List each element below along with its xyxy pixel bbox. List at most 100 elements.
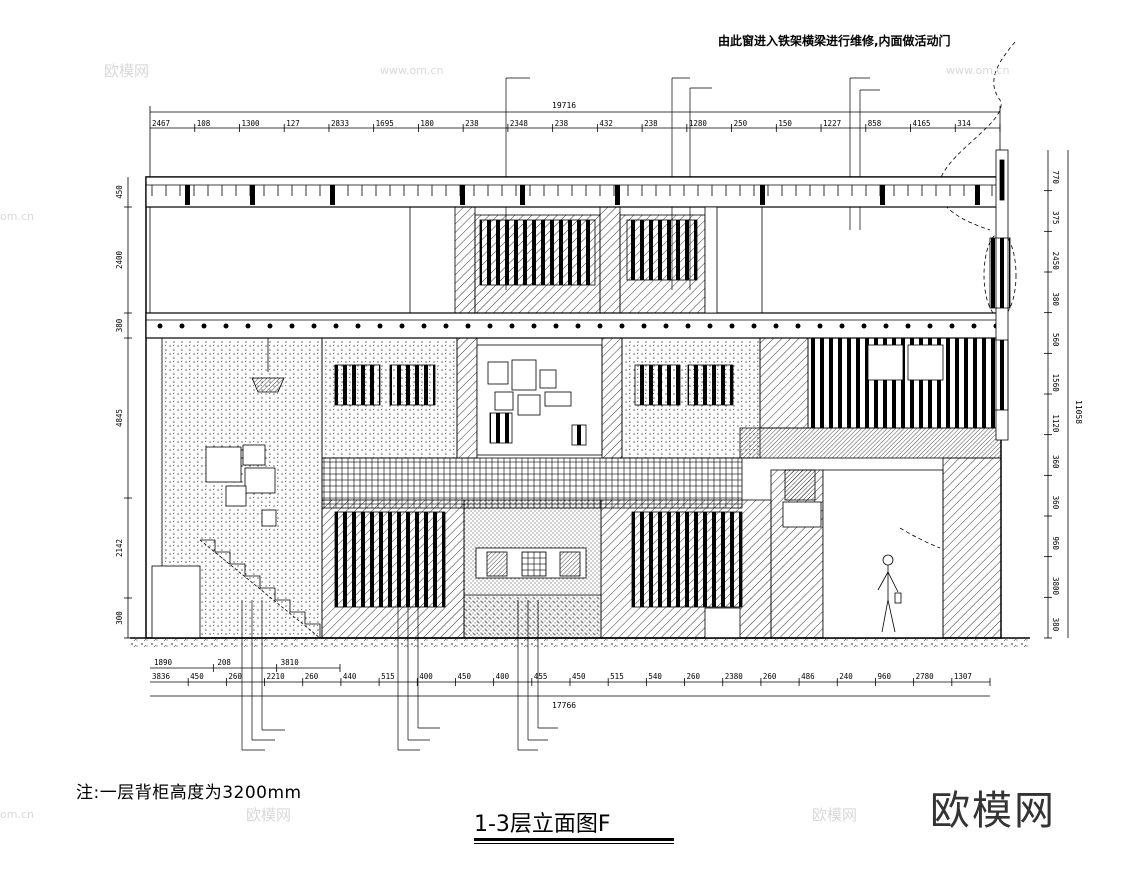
bottom-dim-label: 260 bbox=[763, 672, 777, 681]
right-facade-column bbox=[989, 149, 1011, 441]
bottom-dim-label: 455 bbox=[534, 672, 548, 681]
right-dim-label: 380 bbox=[1051, 618, 1060, 632]
top-total-dim: 19716 bbox=[552, 101, 576, 110]
bottom-dim-label: 240 bbox=[839, 672, 853, 681]
bottom-dim-label: 400 bbox=[496, 672, 510, 681]
bottom-total-dim: 17766 bbox=[552, 701, 576, 710]
title-underline-thick bbox=[474, 838, 674, 841]
left-dim-label: 380 bbox=[115, 318, 124, 332]
slab-stud bbox=[179, 323, 185, 329]
roof-post bbox=[460, 185, 465, 205]
bottom-dim-label: 3836 bbox=[152, 672, 171, 681]
bottom-dimension-ticks bbox=[187, 664, 991, 686]
slab-stud bbox=[443, 323, 449, 329]
third-floor bbox=[149, 206, 763, 314]
left-dim-label: 2400 bbox=[115, 250, 124, 269]
bottom-dim-label: 1890 bbox=[154, 658, 173, 667]
slab-stud bbox=[927, 323, 933, 329]
left-dim-label: 450 bbox=[115, 185, 124, 199]
top-dim-label: 150 bbox=[778, 119, 792, 128]
title-underline-thin bbox=[474, 843, 674, 844]
slab-stud bbox=[729, 323, 735, 329]
drawing-title: 1-3层立面图F bbox=[474, 812, 611, 837]
slab-stud bbox=[971, 323, 977, 329]
bottom-dim-label: 450 bbox=[572, 672, 586, 681]
right-dim-label: 770 bbox=[1051, 170, 1060, 184]
top-dim-label: 238 bbox=[644, 119, 658, 128]
bottom-dim-label: 515 bbox=[381, 672, 395, 681]
top-dim-label: 180 bbox=[420, 119, 434, 128]
right-dim-label: 360 bbox=[1051, 496, 1060, 510]
roof-post bbox=[520, 185, 525, 205]
top-dim-label: 432 bbox=[599, 119, 613, 128]
slab-stud bbox=[553, 323, 559, 329]
top-dim-label: 250 bbox=[734, 119, 748, 128]
slab-stud bbox=[641, 323, 647, 329]
slab-stud bbox=[267, 323, 273, 329]
top-dim-label: 314 bbox=[957, 119, 971, 128]
bottom-dim-label: 2210 bbox=[267, 672, 286, 681]
roof-post bbox=[760, 185, 765, 205]
right-dim-label: 1560 bbox=[1051, 374, 1060, 393]
slab-stud bbox=[663, 323, 669, 329]
left-dim-label: 300 bbox=[115, 611, 124, 625]
slab-stud bbox=[311, 323, 317, 329]
ground-band bbox=[130, 638, 1030, 648]
top-dim-label: 858 bbox=[868, 119, 882, 128]
slab-stud bbox=[597, 323, 603, 329]
roof-post bbox=[250, 185, 255, 205]
slab-stud bbox=[333, 323, 339, 329]
bottom-dim-label: 260 bbox=[687, 672, 701, 681]
top-dim-label: 2467 bbox=[152, 119, 170, 128]
bottom-dim-label: 440 bbox=[343, 672, 357, 681]
bottom-dim-label: 450 bbox=[190, 672, 204, 681]
right-dim-label: 1120 bbox=[1051, 414, 1060, 433]
slab-stud bbox=[421, 323, 427, 329]
top-dim-label: 108 bbox=[197, 119, 211, 128]
top-dim-label: 1300 bbox=[241, 119, 260, 128]
bottom-dim-label: 260 bbox=[228, 672, 242, 681]
top-dim-label: 2348 bbox=[510, 119, 529, 128]
bottom-dim-label: 515 bbox=[610, 672, 624, 681]
top-dim-label: 4165 bbox=[913, 119, 931, 128]
roof-post bbox=[880, 185, 885, 205]
left-dim-label: 2142 bbox=[115, 539, 124, 557]
watermark-url: om.cn bbox=[0, 210, 34, 223]
roof-studs bbox=[151, 185, 993, 205]
watermark-url: om.cn bbox=[0, 808, 34, 821]
bottom-dim-label: 486 bbox=[801, 672, 815, 681]
top-dim-label: 238 bbox=[555, 119, 569, 128]
top-dim-label: 2833 bbox=[331, 119, 349, 128]
bottom-dim-label: 450 bbox=[457, 672, 471, 681]
slab-stud bbox=[795, 323, 801, 329]
slab-stud bbox=[905, 323, 911, 329]
slab-stud bbox=[773, 323, 779, 329]
top-dim-label: 1695 bbox=[376, 119, 394, 128]
slab-stud bbox=[223, 323, 229, 329]
top-dim-label: 127 bbox=[286, 119, 300, 128]
slab-stud bbox=[355, 323, 361, 329]
window-annotation: 由此窗进入铁架横梁进行维修,内面做活动门 bbox=[718, 34, 951, 48]
bottom-dim-label: 3810 bbox=[281, 658, 300, 667]
brand-logo-text: 欧模网 bbox=[930, 788, 1056, 834]
top-dimension-ticks bbox=[194, 124, 1001, 132]
slab-stud bbox=[751, 323, 757, 329]
drawing-note: 注:一层背柜高度为3200mm bbox=[76, 783, 302, 803]
slab-stud bbox=[883, 323, 889, 329]
bottom-dim-label: 2380 bbox=[725, 672, 744, 681]
slab-stud bbox=[531, 323, 537, 329]
roof-post bbox=[975, 185, 980, 205]
bottom-dim-label: 260 bbox=[305, 672, 319, 681]
slab-stud bbox=[245, 323, 251, 329]
roof-post bbox=[185, 185, 190, 205]
top-dim-label: 1227 bbox=[823, 119, 841, 128]
right-dim-label: 2450 bbox=[1051, 252, 1060, 271]
watermark-url: www.om.cn bbox=[380, 64, 444, 77]
right-dim-label: 380 bbox=[1051, 292, 1060, 306]
slab-stud bbox=[839, 323, 845, 329]
slab-studs bbox=[157, 323, 999, 329]
slab-stud bbox=[487, 323, 493, 329]
